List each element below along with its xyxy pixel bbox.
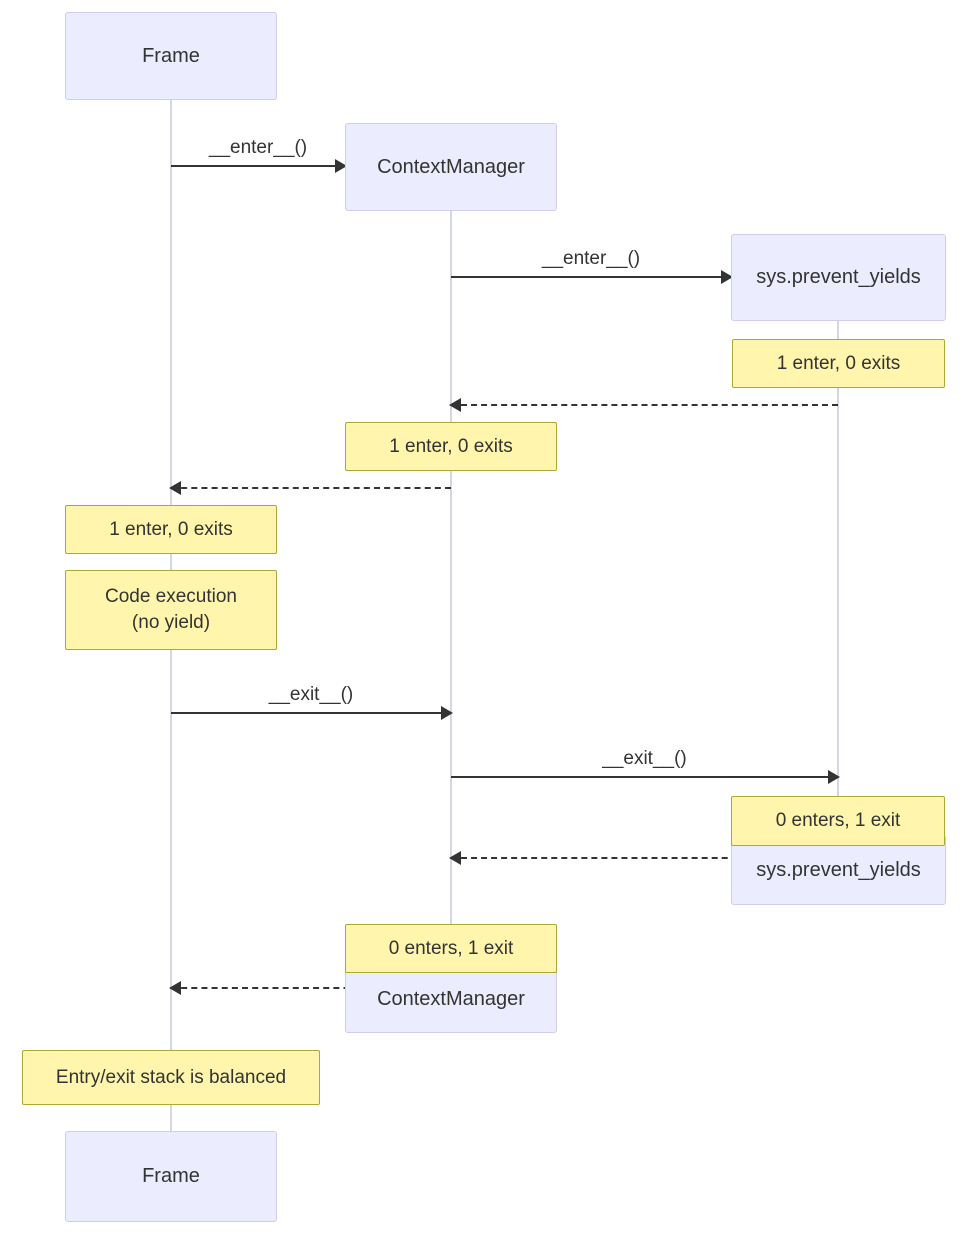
arrow-line xyxy=(451,404,838,406)
lifeline-sys-prevent-yields xyxy=(837,321,839,835)
message-label-exit-2: __exit__() xyxy=(602,748,687,769)
arrowhead-icon xyxy=(169,981,181,995)
arrowhead-icon xyxy=(441,706,453,720)
note-text-line1: Code execution xyxy=(104,586,238,607)
lifeline-contextmanager xyxy=(450,211,452,965)
participant-label: ContextManager xyxy=(377,155,525,178)
note-text: 1 enter, 0 exits xyxy=(776,352,901,374)
note-text: 0 enters, 1 exit xyxy=(775,810,901,831)
participant-sys-prevent-yields-top: sys.prevent_yields xyxy=(731,234,946,321)
arrowhead-icon xyxy=(449,851,461,865)
note-cm-enter-count: 1 enter, 0 exits xyxy=(345,422,557,471)
arrow-line xyxy=(451,857,838,859)
participant-label: sys.prevent_yields xyxy=(756,858,921,881)
arrowhead-icon xyxy=(449,398,461,412)
note-text: Entry/exit stack is balanced xyxy=(55,1066,287,1088)
arrow-line xyxy=(451,776,838,778)
participant-label: Frame xyxy=(142,1165,200,1187)
arrowhead-icon xyxy=(335,159,347,173)
message-label-enter-1: __enter__() xyxy=(208,137,308,158)
arrow-line xyxy=(451,276,731,278)
participant-contextmanager-bottom: ContextManager xyxy=(345,965,557,1033)
note-text: 1 enter, 0 exits xyxy=(389,435,513,457)
note-text: 1 enter, 0 exits xyxy=(109,518,233,540)
participant-frame-top: Frame xyxy=(65,12,277,100)
participant-frame-bottom: Frame xyxy=(65,1131,277,1222)
participant-contextmanager-top: ContextManager xyxy=(345,123,557,211)
arrowhead-icon xyxy=(169,481,181,495)
arrowhead-icon xyxy=(828,770,840,784)
participant-label: sys.prevent_yields xyxy=(756,266,921,288)
note-code-execution: Code execution (no yield) xyxy=(65,570,277,650)
arrow-line xyxy=(171,987,451,989)
note-text: 0 enters, 1 exit xyxy=(388,937,514,959)
note-text-line2: (no yield) xyxy=(131,612,211,633)
note-sys-enter-count: 1 enter, 0 exits xyxy=(732,339,945,388)
arrow-line xyxy=(171,165,345,167)
arrowhead-icon xyxy=(721,270,733,284)
note-sys-exit-count: 0 enters, 1 exit xyxy=(731,796,945,846)
note-balanced-stack: Entry/exit stack is balanced xyxy=(22,1050,320,1105)
message-label-exit-1: __exit__() xyxy=(268,684,354,705)
arrow-line xyxy=(171,712,451,714)
participant-label: Frame xyxy=(142,44,200,67)
message-label-enter-2: __enter__() xyxy=(541,248,641,269)
note-frame-enter-count: 1 enter, 0 exits xyxy=(65,505,277,554)
note-cm-exit-count: 0 enters, 1 exit xyxy=(345,924,557,973)
arrow-line xyxy=(171,487,451,489)
participant-label: ContextManager xyxy=(377,987,525,1010)
